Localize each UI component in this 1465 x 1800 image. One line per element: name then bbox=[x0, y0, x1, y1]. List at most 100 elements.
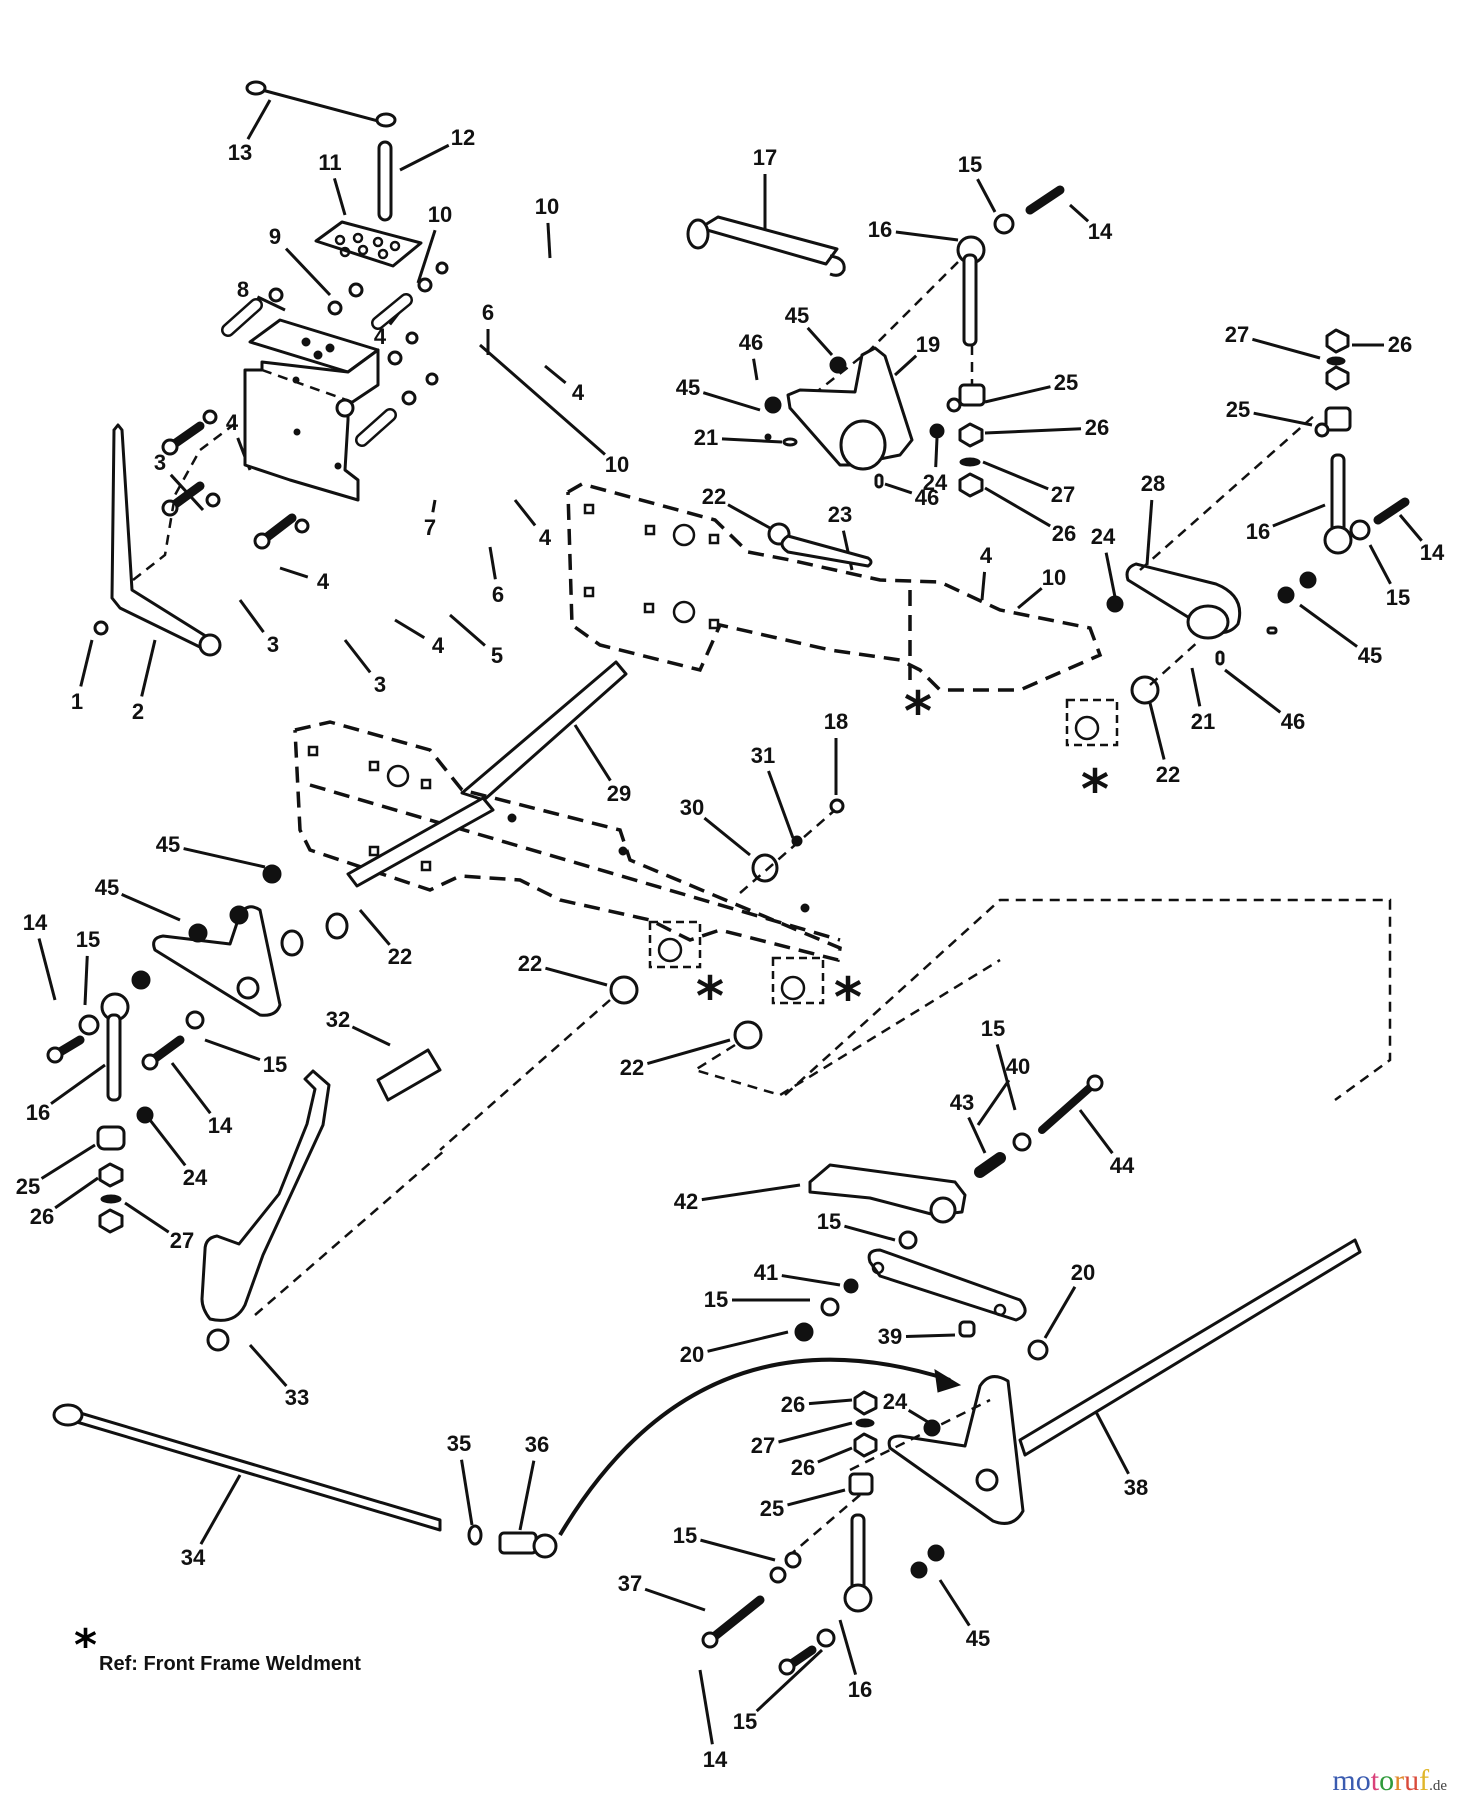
callout-26: 26 bbox=[790, 1455, 816, 1480]
callout-15: 15 bbox=[703, 1287, 729, 1312]
callout-24: 24 bbox=[922, 470, 948, 495]
callout-15: 15 bbox=[262, 1052, 288, 1077]
leader-line bbox=[778, 1421, 853, 1444]
callout-3: 3 bbox=[266, 632, 280, 657]
callout-21: 21 bbox=[1190, 709, 1216, 734]
part-bell-crank-right bbox=[1106, 414, 1316, 640]
watermark-letter: r bbox=[1394, 1764, 1405, 1797]
callout-6: 6 bbox=[491, 582, 505, 607]
callout-23: 23 bbox=[827, 502, 853, 527]
leader-line bbox=[984, 385, 1051, 404]
leader-line bbox=[79, 639, 94, 687]
leader-line bbox=[546, 222, 552, 259]
leader-line bbox=[248, 1344, 288, 1388]
part-pedal-arm bbox=[200, 1069, 446, 1352]
watermark-logo: motoruf.de bbox=[1332, 1766, 1447, 1796]
callout-16: 16 bbox=[867, 217, 893, 242]
callout-15: 15 bbox=[816, 1209, 842, 1234]
leader-line bbox=[1398, 514, 1423, 542]
callout-15: 15 bbox=[1385, 585, 1411, 610]
callout-10: 10 bbox=[534, 194, 560, 219]
leader-line bbox=[124, 1201, 170, 1234]
callout-36: 36 bbox=[524, 1432, 550, 1457]
callout-4: 4 bbox=[979, 543, 993, 568]
leader-line bbox=[573, 724, 612, 782]
callout-13: 13 bbox=[227, 140, 253, 165]
callout-32: 32 bbox=[325, 1007, 351, 1032]
leader-line bbox=[183, 847, 266, 869]
leader-line bbox=[1078, 1109, 1114, 1155]
leader-line bbox=[1017, 587, 1043, 610]
part-bell-crank-lower-right bbox=[849, 1238, 1362, 1525]
frame-reference-marker: * bbox=[1080, 758, 1110, 821]
callout-40: 40 bbox=[1005, 1054, 1031, 1079]
callout-15: 15 bbox=[672, 1523, 698, 1548]
leader-line bbox=[148, 1119, 187, 1167]
leader-line bbox=[83, 955, 89, 1006]
leader-line bbox=[170, 1062, 212, 1115]
part-pin bbox=[377, 140, 393, 222]
callout-3: 3 bbox=[153, 450, 167, 475]
callout-45: 45 bbox=[965, 1626, 991, 1651]
leader-line bbox=[50, 1063, 106, 1105]
leader-line bbox=[343, 639, 372, 674]
callout-15: 15 bbox=[75, 927, 101, 952]
leader-line bbox=[702, 391, 761, 412]
part-adjusting-rod bbox=[52, 1403, 442, 1532]
callout-41: 41 bbox=[753, 1260, 779, 1285]
callout-4: 4 bbox=[316, 569, 330, 594]
callout-15: 15 bbox=[957, 152, 983, 177]
leader-line bbox=[284, 247, 332, 297]
leader-line bbox=[817, 1446, 853, 1464]
watermark-brand: motoruf bbox=[1332, 1764, 1429, 1797]
frame-reference-marker: * bbox=[903, 680, 933, 743]
callout-6: 6 bbox=[481, 300, 495, 325]
leader-line bbox=[980, 571, 987, 601]
leader-line bbox=[1272, 503, 1326, 528]
leader-line bbox=[416, 229, 437, 284]
leader-line bbox=[1368, 544, 1392, 585]
part-eye-bolt-left bbox=[46, 992, 205, 1234]
leader-line bbox=[449, 613, 486, 647]
callout-1: 1 bbox=[70, 689, 84, 714]
leader-line bbox=[54, 1176, 99, 1210]
callout-24: 24 bbox=[1090, 524, 1116, 549]
watermark-letter: o bbox=[1355, 1764, 1371, 1797]
part-eye-bolt-upper bbox=[799, 185, 1065, 406]
callout-17: 17 bbox=[752, 145, 778, 170]
part-washer-stack-center bbox=[739, 798, 845, 894]
leader-line bbox=[1043, 1286, 1077, 1339]
leader-line bbox=[905, 1333, 956, 1339]
note-text: Ref: Front Frame Weldment bbox=[99, 1653, 361, 1675]
part-bracket bbox=[243, 318, 380, 502]
callout-38: 38 bbox=[1123, 1475, 1149, 1500]
leader-line bbox=[1299, 603, 1358, 648]
leader-line bbox=[806, 326, 834, 357]
callout-45: 45 bbox=[94, 875, 120, 900]
reference-note: * Ref: Front Frame Weldment bbox=[74, 1624, 361, 1676]
watermark-letter: f bbox=[1419, 1764, 1430, 1797]
part-frame-left-ref bbox=[293, 720, 842, 963]
callout-20: 20 bbox=[679, 1342, 705, 1367]
callout-26: 26 bbox=[780, 1392, 806, 1417]
leader-line bbox=[700, 1538, 776, 1562]
leader-line bbox=[1190, 667, 1202, 707]
leader-line bbox=[246, 99, 272, 140]
part-bushing-right bbox=[1065, 639, 1201, 747]
part-bushings-center bbox=[439, 898, 1392, 1151]
callout-39: 39 bbox=[877, 1324, 903, 1349]
callout-46: 46 bbox=[738, 330, 764, 355]
callout-21: 21 bbox=[693, 425, 719, 450]
part-bell-crank-upper bbox=[764, 346, 914, 471]
leader-line bbox=[332, 177, 347, 216]
callout-10: 10 bbox=[604, 452, 630, 477]
callout-15: 15 bbox=[980, 1016, 1006, 1041]
part-lift-lever bbox=[93, 419, 241, 657]
leader-line bbox=[721, 437, 783, 444]
leader-line bbox=[431, 499, 437, 513]
leader-line bbox=[1145, 499, 1154, 566]
part-index-plate bbox=[314, 220, 423, 268]
callout-27: 27 bbox=[1224, 322, 1250, 347]
leader-line bbox=[701, 1183, 801, 1202]
